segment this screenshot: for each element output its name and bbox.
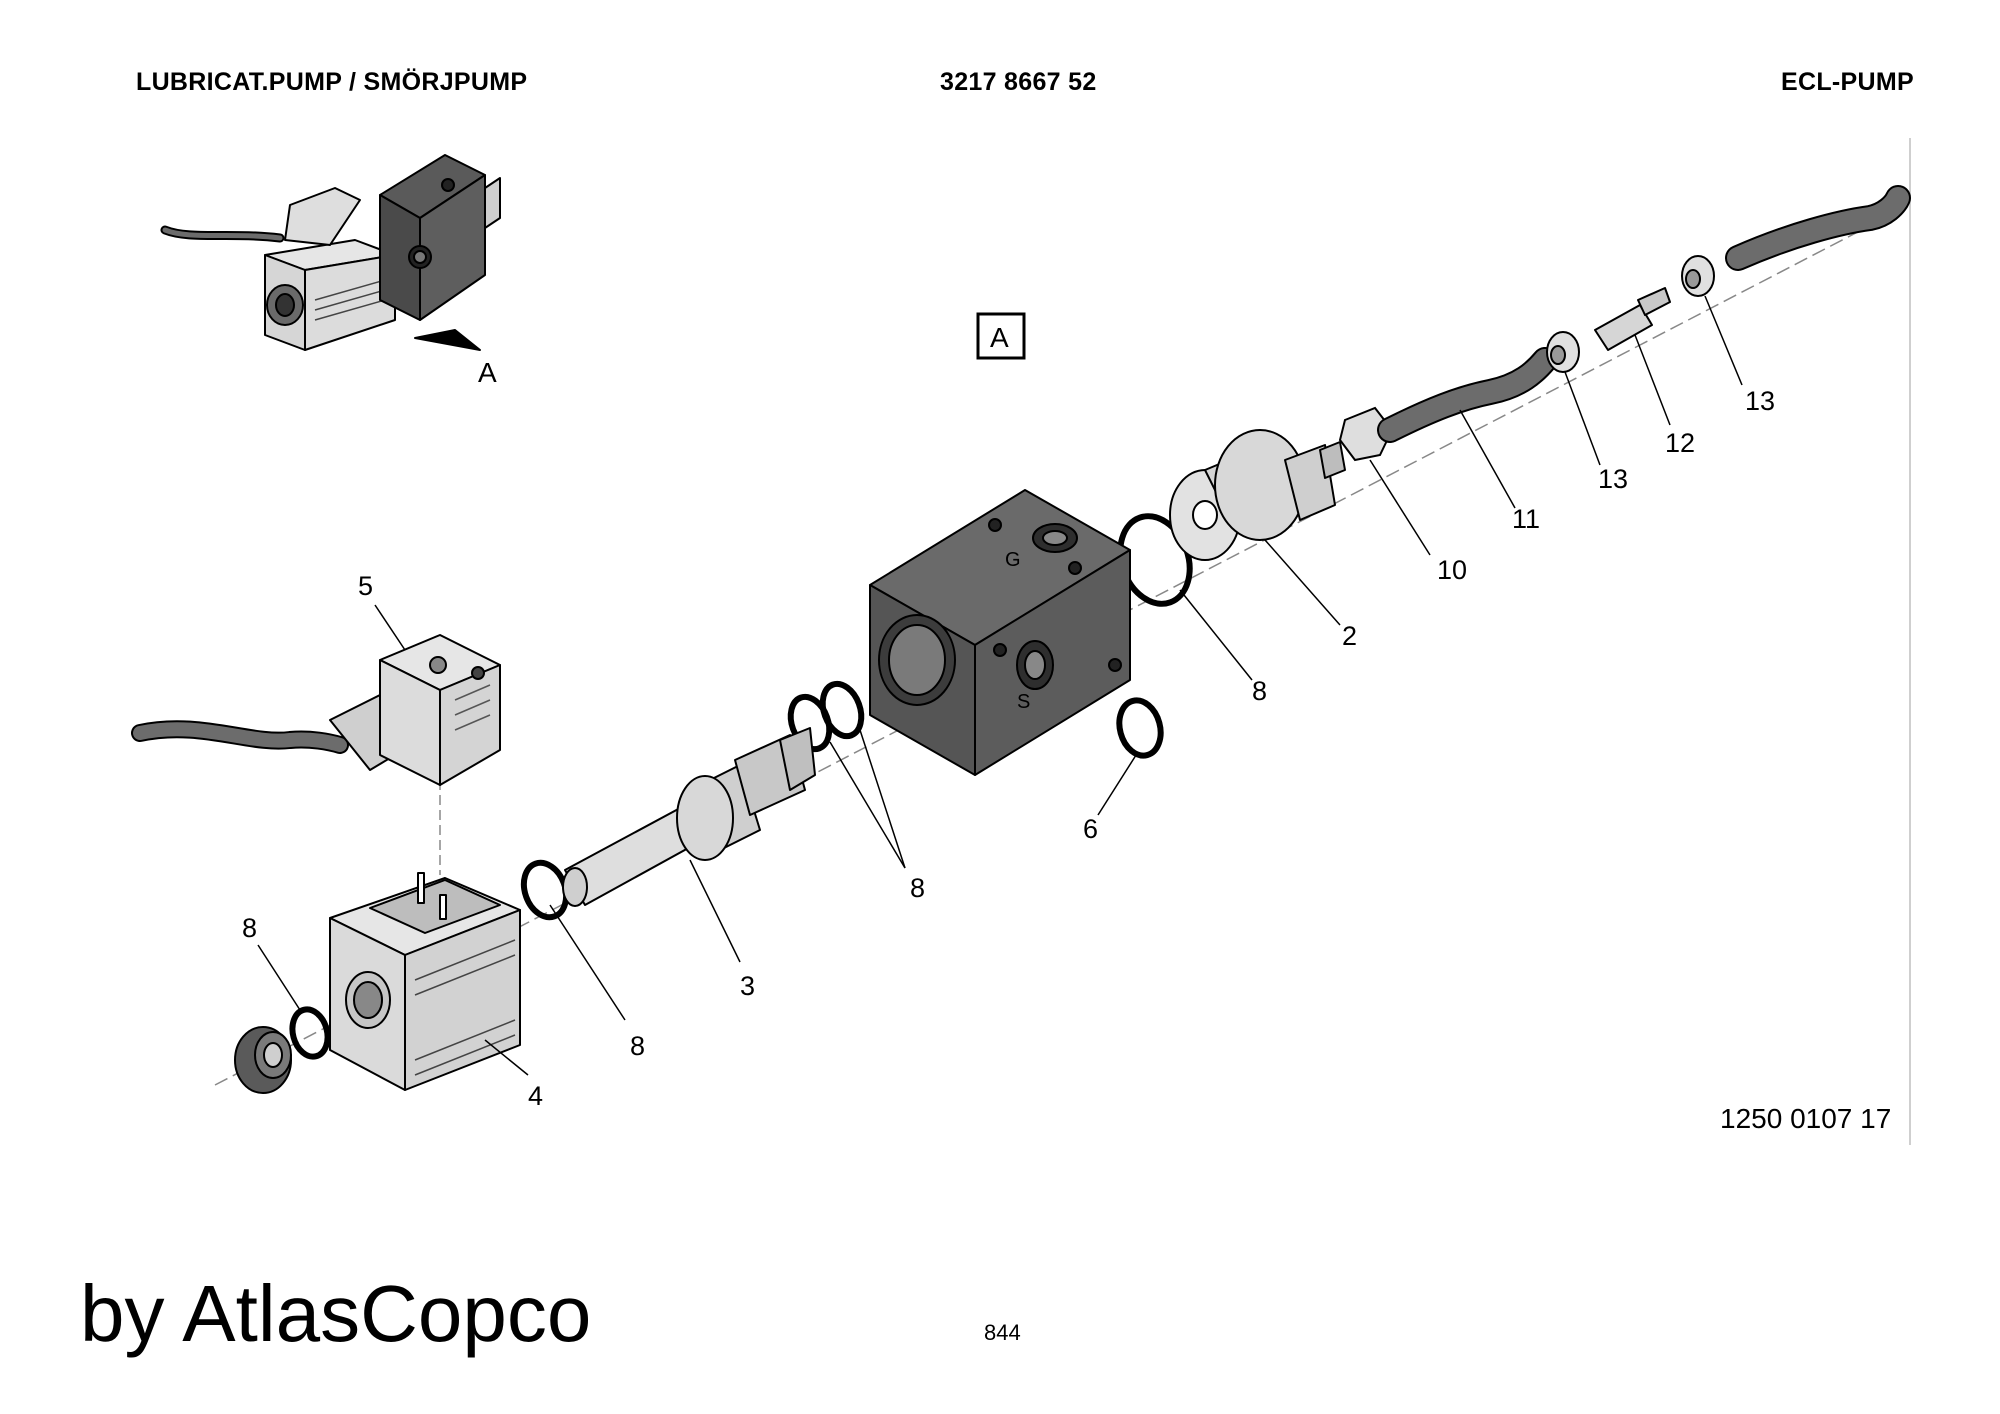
callout-11: 11 [1512,504,1540,534]
locking-nut [234,1026,292,1094]
header-model: ECL-PUMP [1781,68,1914,96]
drawing-number: 1250 0107 17 [1720,1103,1892,1134]
callout-numbers: 5 8 4 8 3 8 6 8 2 10 11 13 12 13 [242,386,1775,1111]
overview-view-label: A [478,357,497,388]
part-12-adapter [1594,287,1671,351]
part-3-valve-tube [562,727,816,907]
callout-5: 5 [358,571,373,601]
header-part-number: 3217 8667 52 [940,68,1097,96]
o-rings [289,513,1193,1060]
callout-10: 10 [1437,555,1467,585]
callout-8: 8 [910,873,925,903]
part-2-fitting [1169,429,1346,561]
header-title: LUBRICAT.PUMP / SMÖRJPUMP [136,68,528,96]
part-13-ferrule-upper [1681,255,1715,297]
callout-8: 8 [630,1031,645,1061]
port-label-s: S [1017,691,1030,713]
page-number: 844 [984,1320,1021,1345]
view-marker-label: A [990,322,1009,353]
callout-12: 12 [1665,428,1695,458]
part-13-ferrule-lower [1546,331,1580,373]
branding-text: by AtlasCopco [80,1269,592,1358]
overview-assembly [160,154,501,351]
callout-8: 8 [242,913,257,943]
valve-body [869,489,1131,776]
part-10-nut [1338,406,1394,462]
callout-4: 4 [528,1081,543,1111]
callout-3: 3 [740,971,755,1001]
view-marker-box [976,312,1026,360]
part-4-coil [329,872,521,1091]
callout-8: 8 [1252,676,1267,706]
callout-13: 13 [1745,386,1775,416]
port-label-g: G [1005,549,1021,571]
callout-2: 2 [1342,621,1357,651]
part-5-connector [131,634,501,786]
callout-6: 6 [1083,814,1098,844]
callout-13: 13 [1598,464,1628,494]
leader-lines [257,295,1743,1076]
